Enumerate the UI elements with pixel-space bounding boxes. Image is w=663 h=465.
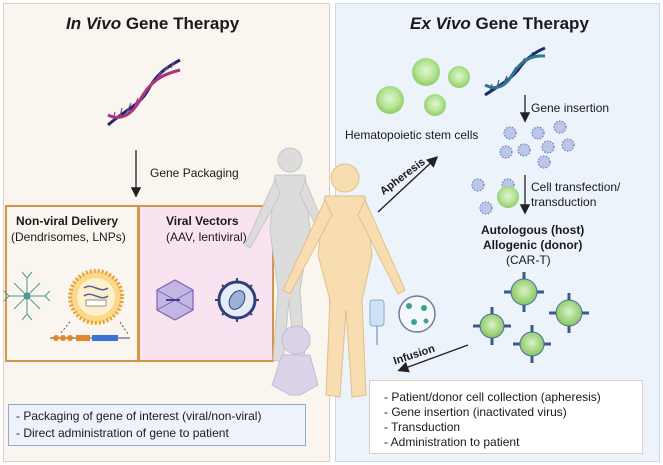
note-line: - Patient/donor cell collection (apheres… [384, 390, 601, 404]
virus-cluster-icon [471, 120, 575, 215]
stem-cell-cluster-icon [376, 58, 470, 116]
car-t-label: (CAR-T) [506, 253, 551, 267]
note-line: - Packaging of gene of interest (viral/n… [16, 409, 262, 423]
male-figure-icon [282, 163, 406, 398]
transfected-cell-icon [497, 186, 519, 208]
note-line: - Administration to patient [384, 435, 520, 449]
gene-insertion-label: Gene insertion [531, 101, 610, 115]
transduction-label: transduction [531, 195, 597, 209]
dna-helix-icon [484, 46, 546, 97]
cell-transfection-label: Cell transfection/ [531, 180, 621, 194]
apheresis-arrow [377, 156, 439, 213]
ex-vivo-title: Ex Vivo Gene Therapy [410, 14, 589, 33]
note-line: - Gene insertion (inactivated virus) [384, 405, 567, 419]
cell-magnify-icon [398, 295, 436, 333]
gene-construct-icon [50, 335, 130, 341]
infusion-arrow [397, 344, 469, 373]
note-line: - Direct administration of gene to patie… [16, 426, 229, 440]
gene-packaging-label: Gene Packaging [150, 166, 239, 180]
in-vivo-notes: - Packaging of gene of interest (viral/n… [8, 404, 306, 446]
non-viral-subtitle: (Dendrisomes, LNPs) [11, 230, 126, 244]
non-viral-title: Non-viral Delivery [16, 214, 119, 228]
viral-vectors-title: Viral Vectors [166, 214, 239, 228]
iv-bag-icon [369, 299, 385, 345]
baby-figure-icon [271, 325, 319, 396]
viral-vectors-subtitle: (AAV, lentiviral) [166, 230, 247, 244]
stem-cells-label: Hematopoietic stem cells [345, 128, 479, 142]
in-vivo-title: In Vivo Gene Therapy [66, 14, 240, 33]
lentivirus-icon [215, 278, 259, 322]
lipid-nanoparticle-icon [68, 269, 124, 325]
dna-helix-icon [107, 58, 181, 127]
note-line: - Transduction [384, 420, 461, 434]
car-t-cell-cluster-icon [473, 272, 589, 363]
aav-icon [156, 279, 194, 321]
dendrisome-icon [3, 271, 51, 321]
autologous-label: Autologous (host) [481, 223, 585, 237]
allogenic-label: Allogenic (donor) [483, 238, 583, 252]
ex-vivo-notes: - Patient/donor cell collection (apheres… [369, 380, 643, 454]
